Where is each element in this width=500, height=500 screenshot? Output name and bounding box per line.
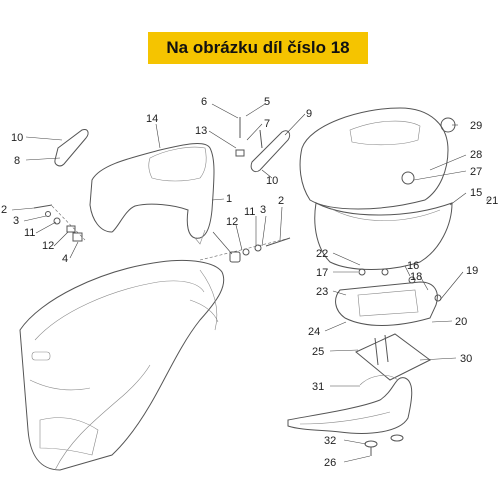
bolt-set-left <box>33 204 86 242</box>
callout-16: 16 <box>407 260 419 272</box>
callout-12-left: 12 <box>42 240 54 252</box>
callout-4-left: 4 <box>62 253 68 265</box>
plate-30 <box>355 333 431 381</box>
rear-rack <box>287 375 413 434</box>
callout-labels: 10 8 14 6 5 13 7 9 2 3 11 12 4 1 12 11 3… <box>1 96 498 469</box>
callout-9: 9 <box>306 108 312 120</box>
top-case <box>299 107 456 270</box>
callout-15: 15 <box>470 187 482 199</box>
callout-13: 13 <box>195 125 207 137</box>
leader-lines <box>11 103 490 463</box>
handle-9 <box>250 130 291 173</box>
callout-5: 5 <box>264 96 270 108</box>
callout-11-left: 11 <box>24 227 35 239</box>
callout-11-mid: 11 <box>244 206 255 218</box>
highlight-banner: Na obrázku díl číslo 18 <box>148 32 368 64</box>
seat-part <box>89 143 215 245</box>
callout-7: 7 <box>264 118 270 130</box>
callout-30: 30 <box>460 353 472 365</box>
callout-6: 6 <box>201 96 207 108</box>
callout-23: 23 <box>316 286 328 298</box>
callout-25: 25 <box>312 346 324 358</box>
callout-32: 32 <box>324 435 336 447</box>
banner-text: Na obrázku díl číslo 18 <box>166 38 350 57</box>
callout-12-mid: 12 <box>226 216 238 228</box>
callout-8: 8 <box>14 155 20 167</box>
rack-plate <box>335 268 442 326</box>
callout-22: 22 <box>316 248 328 260</box>
callout-2-mid: 2 <box>278 195 284 207</box>
callout-18: 18 <box>410 271 422 283</box>
callout-24: 24 <box>308 326 320 338</box>
callout-31: 31 <box>312 381 324 393</box>
callout-10-left: 10 <box>11 132 23 144</box>
callout-1: 1 <box>226 193 232 205</box>
callout-27: 27 <box>470 166 482 178</box>
body-shell <box>19 259 225 471</box>
callout-17: 17 <box>316 267 328 279</box>
callout-14: 14 <box>146 113 158 125</box>
bolt-set-middle <box>199 117 291 263</box>
handle-8 <box>54 129 89 167</box>
callout-21: 21 <box>486 195 498 207</box>
callout-20: 20 <box>455 316 467 328</box>
callout-26: 26 <box>324 457 336 469</box>
callout-28: 28 <box>470 149 482 161</box>
callout-19: 19 <box>466 265 478 277</box>
callout-3-left: 3 <box>13 215 19 227</box>
bolt-set-bottom <box>364 434 404 456</box>
callout-2-left: 2 <box>1 204 7 216</box>
callout-10-mid: 10 <box>266 175 278 187</box>
callout-29: 29 <box>470 120 482 132</box>
callout-3-mid: 3 <box>260 204 266 216</box>
